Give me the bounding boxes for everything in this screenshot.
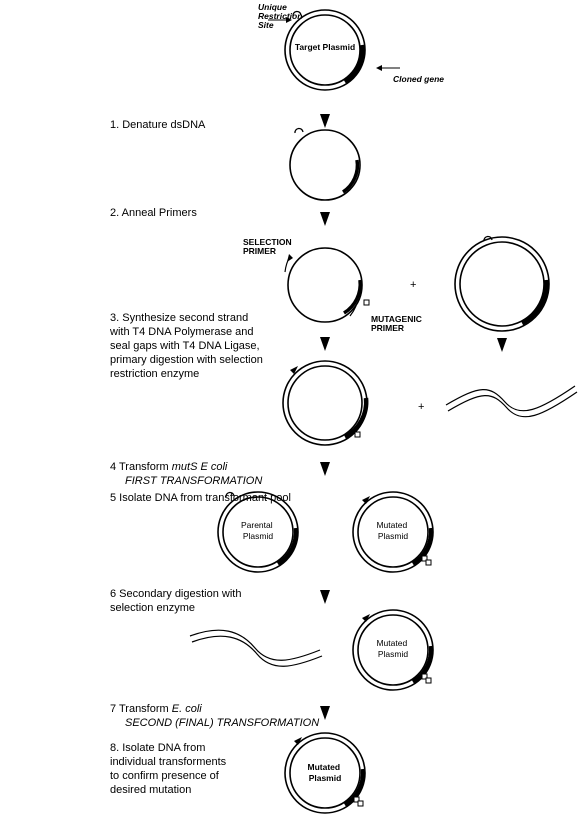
- linearized-dna: [445, 385, 578, 418]
- step-2-text: 2. Anneal Primers: [110, 207, 197, 219]
- final-mutated-plasmid: [284, 732, 366, 814]
- plus-sign: +: [410, 279, 416, 291]
- parental-plasmid: [217, 491, 299, 573]
- mutagenic-primer-label: MUTAGENIC PRIMER: [371, 314, 424, 333]
- flow-arrow: [320, 462, 330, 476]
- step-6-text: 6 Secondary digestion with selection enz…: [110, 588, 245, 614]
- flow-arrow: [320, 212, 330, 226]
- selection-primer-label: SELECTION PRIMER: [243, 237, 294, 256]
- step-7-subtitle: SECOND (FINAL) TRANSFORMATION: [125, 717, 319, 729]
- flow-arrow: [497, 338, 507, 352]
- plus-sign: +: [418, 401, 424, 413]
- parental-plasmid-label: Parental Plasmid: [241, 520, 275, 541]
- parental-plasmid-right: [454, 235, 550, 332]
- target-plasmid: [284, 9, 366, 91]
- flow-arrow: [320, 337, 330, 351]
- flow-arrow: [320, 114, 330, 128]
- mutated-plasmid-2-label: Mutated Plasmid: [376, 638, 409, 659]
- step-4-text: 4 Transform mutS E coli: [110, 461, 228, 473]
- mutated-plasmid-2: [352, 609, 434, 691]
- synthesized-plasmid: [282, 360, 369, 446]
- cloned-gene-label: Cloned gene: [393, 74, 444, 84]
- flow-arrow: [320, 706, 330, 720]
- step-1-text: 1. Denature dsDNA: [110, 119, 206, 131]
- step-3-text: 3. Synthesize second strand with T4 DNA …: [109, 312, 266, 380]
- site-arrow-head: [286, 17, 292, 23]
- cloned-gene-arrow-head: [376, 65, 382, 71]
- step-7-text: 7 Transform E. coli: [110, 703, 202, 715]
- step-8-text: 8. Isolate DNA from individual transform…: [110, 742, 229, 796]
- mutated-plasmid: [352, 491, 434, 573]
- step-5-text: 5 Isolate DNA from transformant pool: [110, 492, 291, 504]
- flow-arrow: [320, 590, 330, 604]
- target-plasmid-label: Target Plasmid: [295, 42, 355, 52]
- step-4-subtitle: FIRST TRANSFORMATION: [125, 475, 262, 487]
- mutated-plasmid-label: Mutated Plasmid: [376, 520, 409, 541]
- final-mutated-plasmid-label: Mutated Plasmid: [308, 762, 343, 783]
- denatured-plasmid: [289, 127, 361, 201]
- annealed-plasmid: [284, 247, 370, 323]
- site-label: Unique Restriction Site: [258, 2, 305, 30]
- linearized-parental-dna: [189, 629, 323, 667]
